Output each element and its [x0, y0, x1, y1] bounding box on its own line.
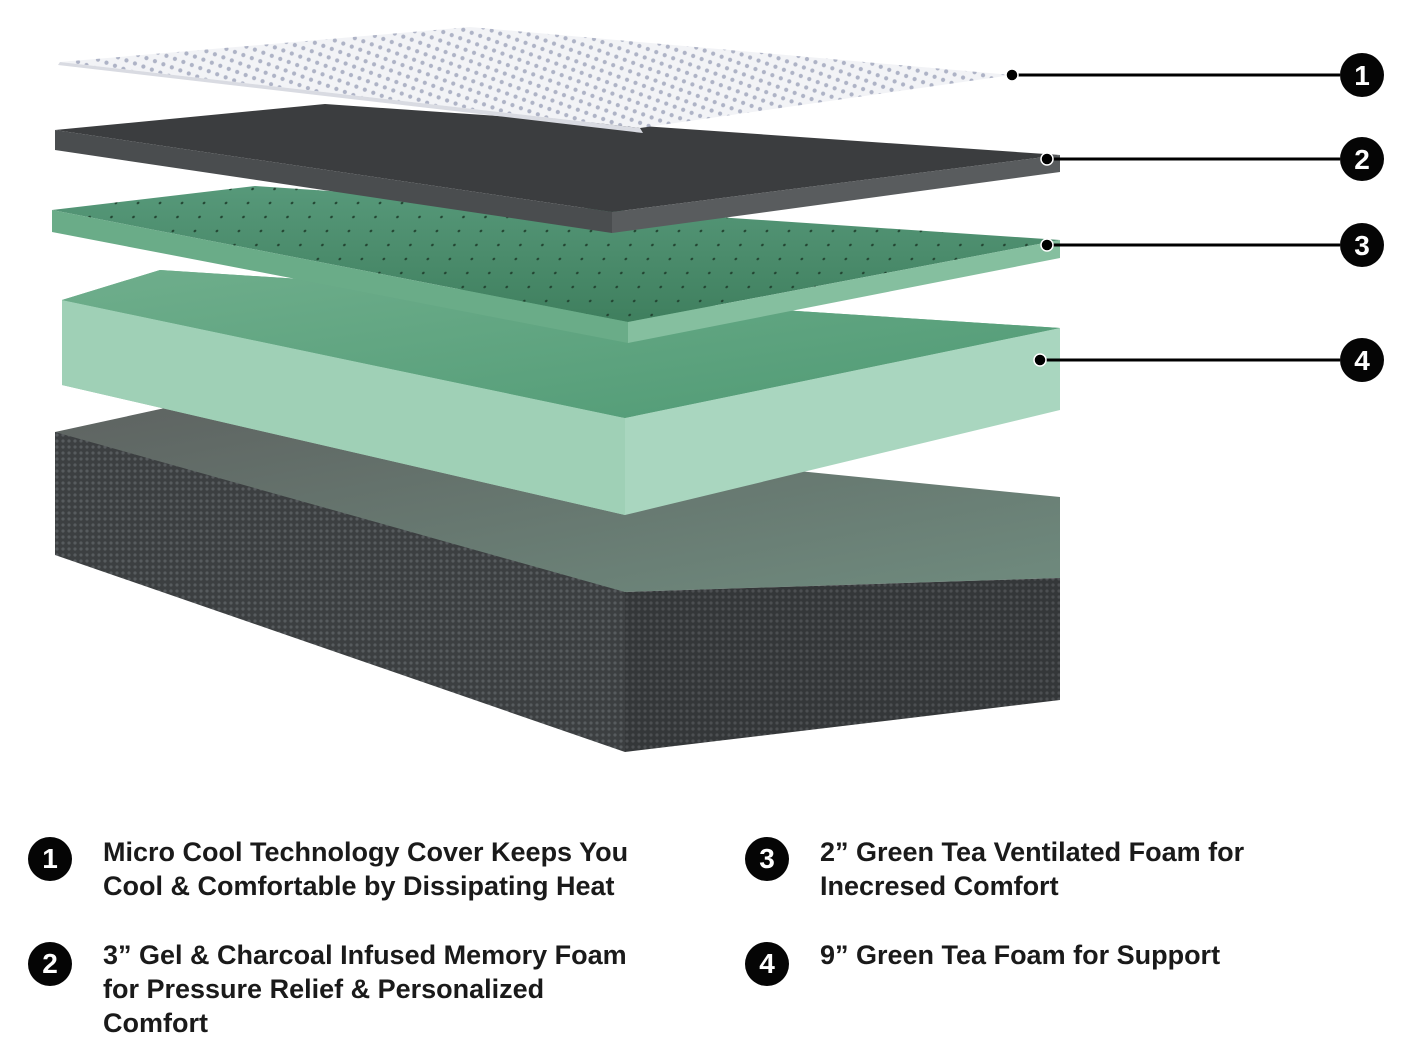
layer-4-support-foam	[62, 270, 1060, 515]
legend-number-badge: 1	[28, 837, 72, 881]
base-layer	[55, 408, 1060, 752]
legend-caption: 9” Green Tea Foam for Support	[820, 940, 1221, 970]
layer-2-charcoal-foam	[55, 104, 1060, 233]
callout-1: 1	[1005, 53, 1384, 97]
legend-number-badge: 4	[745, 942, 789, 986]
layer-3-ventilated-foam	[52, 186, 1060, 343]
callout-4-number: 4	[1354, 345, 1370, 376]
legend-caption: 3” Gel & Charcoal Infused Memory Foam fo…	[103, 940, 627, 1038]
callout-2: 2	[1040, 137, 1384, 181]
callout-3-number: 3	[1354, 230, 1370, 261]
mattress-layers-illustration: 1 2 3 4	[52, 27, 1384, 752]
callout-1-number: 1	[1354, 60, 1370, 91]
layer-1-cover	[58, 27, 1012, 133]
callout-4: 4	[1033, 338, 1384, 382]
callout-2-number: 2	[1354, 144, 1370, 175]
legend-number-badge: 2	[28, 942, 72, 986]
legend-number-badge: 3	[745, 837, 789, 881]
legend-caption: Micro Cool Technology Cover Keeps You Co…	[103, 837, 629, 901]
legend-caption: 2” Green Tea Ventilated Foam for Inecres…	[820, 837, 1245, 901]
callout-3: 3	[1040, 223, 1384, 267]
